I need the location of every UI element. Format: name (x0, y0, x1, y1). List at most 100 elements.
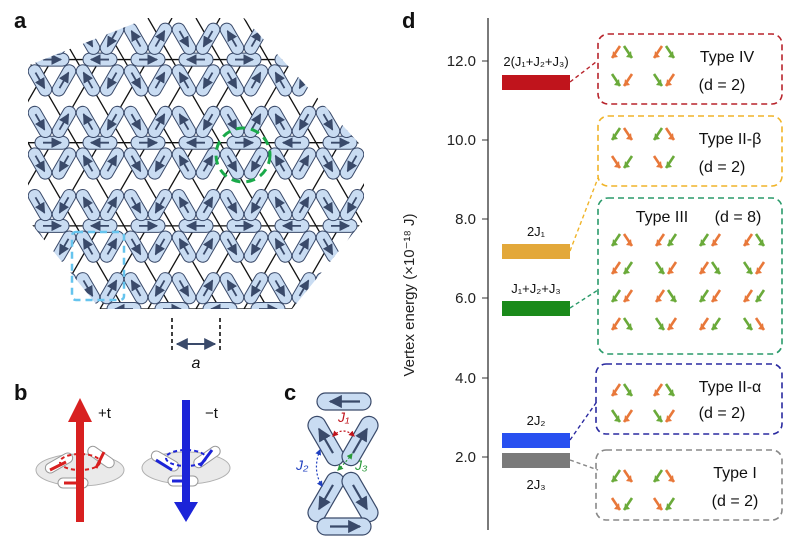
nanomagnet (250, 301, 286, 309)
nanomagnet (291, 22, 317, 55)
nanomagnet (267, 105, 293, 139)
level-bar-type-i (502, 453, 570, 468)
nanomagnet (267, 22, 293, 55)
y-axis-ticks: 12.0 10.0 8.0 6.0 4.0 2.0 (447, 53, 488, 466)
nanomagnet (154, 301, 190, 309)
vertex-config (698, 233, 722, 247)
nanomagnet (75, 188, 101, 222)
connector-type-i (569, 459, 599, 471)
nanomagnet (226, 135, 262, 150)
nanomagnet (219, 22, 245, 55)
connector-type-ii-beta (569, 177, 599, 252)
j2-label: J₂ (295, 457, 309, 473)
nanomagnet (51, 188, 77, 222)
nanomagnet (274, 218, 310, 233)
nanomagnet (178, 135, 214, 150)
nanomagnet (75, 105, 101, 139)
nanomagnet (219, 272, 245, 305)
nanomagnet (28, 105, 53, 139)
nanomagnet (147, 272, 173, 305)
nanomagnet (315, 22, 341, 55)
level-label-type-iii: J₁+J₂+J₃ (511, 281, 560, 296)
vertex-config (610, 127, 634, 141)
type-name-iv: Type IV (700, 49, 755, 66)
vertex-config (652, 383, 676, 397)
vertex-config (652, 469, 676, 483)
nanomagnet (99, 272, 125, 305)
nanomagnet (51, 147, 77, 180)
spacing-label: a (192, 355, 201, 372)
vertex-config (610, 497, 634, 511)
nanomagnet (226, 218, 262, 233)
nanomagnet (171, 230, 197, 263)
nanomagnet (243, 64, 269, 97)
nanomagnet (99, 230, 125, 263)
vertex-detail (307, 392, 379, 536)
nanomagnet (123, 64, 149, 97)
nanomagnet (123, 230, 149, 263)
nanomagnet (123, 188, 149, 222)
nanomagnet (147, 147, 173, 180)
nanomagnet (28, 22, 53, 55)
nanomagnet (274, 135, 310, 150)
lattice-bond (339, 18, 364, 309)
nanomagnet (34, 135, 70, 150)
nanomagnet (171, 22, 197, 55)
panel-label-d: d (402, 8, 415, 33)
nanomagnet (99, 64, 125, 97)
nanomagnet (82, 218, 118, 233)
nanomagnet (243, 147, 269, 180)
nanomagnet (322, 52, 358, 67)
nanomagnet (195, 22, 221, 55)
j1-label: J₁ (337, 409, 350, 425)
lattice-bond (339, 18, 364, 309)
nanomagnet (315, 147, 341, 180)
vertex-config (742, 289, 766, 303)
nanomagnet (243, 272, 269, 305)
y-tick-label: 8.0 (455, 211, 476, 228)
vertex-config (652, 409, 676, 423)
vertex-config (610, 409, 634, 423)
vertex-circle (214, 126, 272, 184)
type-deg-iv: (d = 2) (699, 77, 746, 94)
nanomagnet (34, 52, 70, 67)
vertex-config (654, 261, 678, 275)
nanomagnet (195, 230, 221, 263)
nanomagnet (130, 218, 166, 233)
nanomagnet (291, 147, 317, 180)
nanomagnet (267, 64, 293, 97)
nanomagnet (51, 64, 77, 97)
nanomagnet (339, 147, 364, 180)
y-tick-label: 2.0 (455, 449, 476, 466)
nanomagnet (51, 105, 77, 139)
lattice-bond (28, 18, 29, 309)
nanomagnet (243, 105, 269, 139)
nanomagnet (339, 64, 364, 97)
nanomagnet (322, 218, 358, 233)
vertex-config (742, 261, 766, 275)
nanomagnet (219, 64, 245, 97)
nanomagnet (51, 22, 77, 55)
y-tick-label: 4.0 (455, 370, 476, 387)
nanomagnet (315, 272, 341, 305)
nanomagnet (267, 272, 293, 305)
nanomagnet (267, 230, 293, 263)
vertex-config (654, 233, 678, 247)
type-deg-iii: (d = 8) (715, 209, 762, 226)
nanomagnet (171, 188, 197, 222)
nanomagnet (171, 147, 197, 180)
nanomagnet (99, 105, 125, 139)
nanomagnet (123, 147, 149, 180)
plus-t-label: +t (98, 405, 112, 422)
nanomagnet (106, 301, 142, 309)
vertex-config (742, 233, 766, 247)
nanomagnet (243, 230, 269, 263)
nanomagnet (315, 64, 341, 97)
nanomagnet (147, 64, 173, 97)
vertex-config (610, 261, 634, 275)
type-box-ii-alpha (595, 363, 783, 435)
nanomagnet (178, 52, 214, 67)
nanomagnet (82, 135, 118, 150)
j3-label: J₃ (354, 457, 368, 473)
type-name-ii-beta: Type II-β (699, 131, 762, 148)
